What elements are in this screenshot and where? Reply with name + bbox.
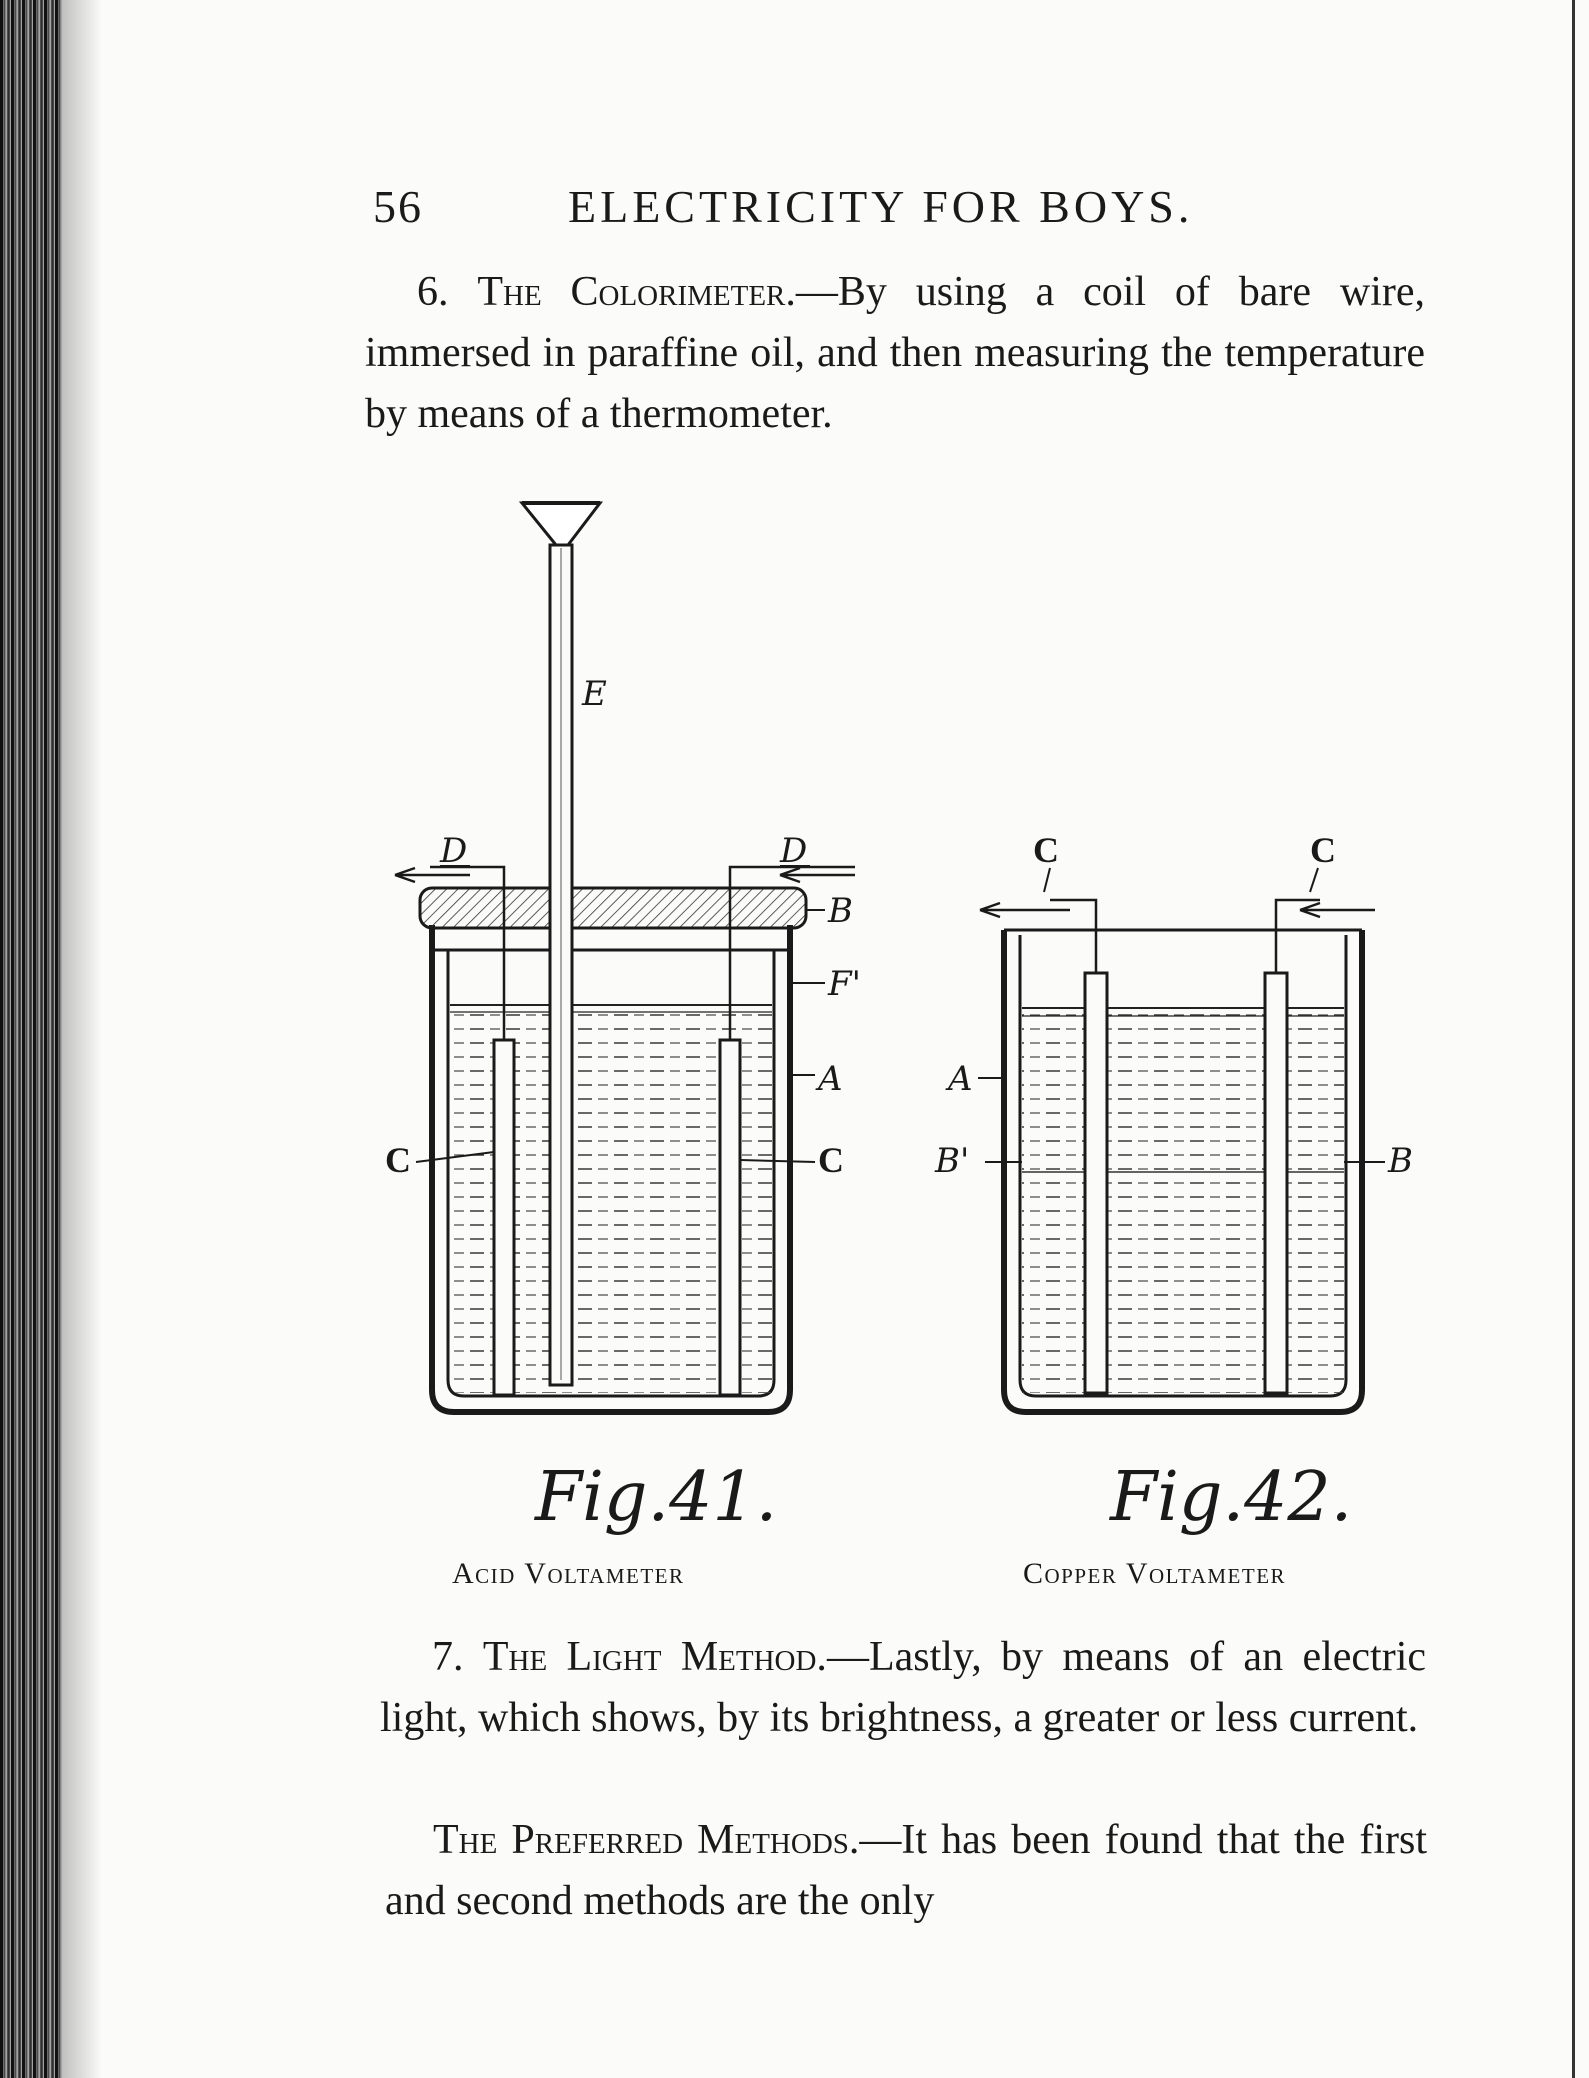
section-heading-7: The Light Method. (482, 1634, 827, 1680)
section-text: —By using a coil of bare wire, immersed … (365, 269, 1425, 437)
figure-41-label: Fig.41. (535, 1458, 778, 1537)
callout-D-left: D (439, 831, 467, 871)
page-header: 56 ELECTRICITY FOR BOYS. (373, 180, 1273, 240)
callout-C-left-42: C (1033, 830, 1059, 870)
callout-E: E (581, 674, 607, 714)
section-number: 6. (417, 269, 449, 315)
callout-B-prime: B' (934, 1141, 969, 1181)
section-heading: The Colorimeter. (477, 269, 796, 315)
section-number-7: 7. (432, 1634, 464, 1680)
preferred-text: —It has been found that the first and se… (385, 1817, 1427, 1924)
page-number: 56 (373, 181, 423, 232)
page-edge-line (1572, 0, 1575, 2078)
callout-C-left: C (385, 1140, 411, 1180)
figure-42-drawing: C C A B' B (934, 830, 1413, 1415)
binding-shadow (62, 0, 102, 2078)
callout-A: A (815, 1059, 843, 1099)
book-binding-edge (0, 0, 62, 2078)
callout-A-42: A (945, 1059, 973, 1099)
callout-F: F' (827, 964, 861, 1004)
paragraph-colorimeter: 6. The Colorimeter.—By using a coil of b… (365, 262, 1425, 445)
callout-B: B (827, 891, 853, 931)
figure-42-label: Fig.42. (1110, 1458, 1353, 1537)
paragraph-light-method: 7. The Light Method.—Lastly, by means of… (380, 1627, 1426, 1749)
figure-41-drawing: E D D B F' A C C (385, 501, 861, 1415)
callout-B-42: B (1387, 1141, 1413, 1181)
paragraph-preferred-methods: The Preferred Methods.—It has been found… (385, 1810, 1427, 1932)
callout-C-right-42: C (1310, 830, 1336, 870)
figure-41-caption: Acid Voltameter (452, 1557, 685, 1590)
section-text-7: —Lastly, by means of an electric light, … (380, 1634, 1426, 1741)
callout-C-right: C (818, 1140, 844, 1180)
callout-D-right: D (779, 831, 807, 871)
preferred-heading: The Preferred Methods. (433, 1817, 860, 1863)
running-title: ELECTRICITY FOR BOYS. (568, 181, 1194, 232)
figure-42-caption: Copper Voltameter (1023, 1557, 1287, 1590)
